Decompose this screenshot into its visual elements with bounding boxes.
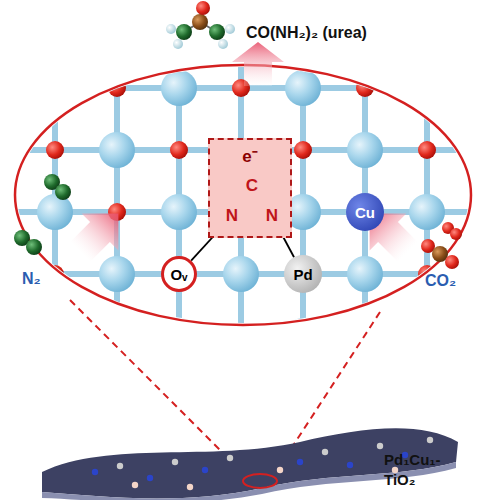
node-text: N (266, 206, 278, 226)
atom-dot (377, 443, 383, 449)
atom-dot (227, 455, 233, 461)
ti-atom (347, 256, 383, 292)
o-atom (46, 389, 64, 407)
ti-atom (471, 256, 477, 292)
node-text: Oᵥ (170, 266, 187, 283)
atom-dot (277, 467, 283, 473)
ti-atom (161, 318, 197, 354)
ti-atom (0, 256, 11, 292)
ti-atom (409, 318, 445, 354)
ti-atom (0, 8, 11, 44)
zoom-spot (243, 474, 277, 488)
n2-molecule (14, 174, 71, 255)
flow-arrow (62, 42, 426, 270)
node-text: Cu (355, 204, 375, 221)
atom-label: N (222, 206, 242, 226)
ti-atom (161, 194, 197, 230)
node-text: N (226, 206, 238, 226)
o-atom (294, 141, 312, 159)
ti-atom (347, 380, 383, 416)
zoom-ellipse (15, 65, 471, 325)
o-atom (294, 389, 312, 407)
node-text: Pd (293, 266, 312, 283)
ti-atom (37, 194, 73, 230)
atom-dot (322, 449, 328, 455)
active-site-box: e⁻ CN N (208, 138, 292, 238)
ti-atom (409, 194, 445, 230)
atom-dot (132, 482, 138, 488)
o-atom (418, 17, 436, 35)
ti-atom (409, 70, 445, 106)
ti-atom (37, 70, 73, 106)
node-text: C (246, 176, 258, 196)
urea-molecule (166, 1, 235, 49)
atom-label: N (262, 206, 282, 226)
ti-atom (99, 380, 135, 416)
atom-dot (172, 459, 178, 465)
atom-circle: Pd (284, 255, 322, 293)
catalyst-label: Pd₁Cu₁- TiO₂ (384, 450, 454, 489)
atom-dots (92, 437, 433, 490)
node-text: e⁻ (242, 144, 257, 167)
atom-dot (202, 467, 208, 473)
lattice-bond (52, 0, 58, 340)
o-atom (0, 79, 2, 97)
ti-atom (0, 380, 11, 416)
ti-atom (347, 132, 383, 168)
atom-label: C (242, 176, 262, 196)
atom-circle: Oᵥ (161, 256, 197, 292)
molecule-label: N₂ (22, 270, 41, 288)
ti-atom (0, 132, 11, 168)
molecule-label: CO₂ (425, 272, 456, 290)
o-atom (0, 203, 2, 221)
lattice-bond (0, 23, 477, 29)
atom-dot (427, 437, 433, 443)
o-atom (46, 17, 64, 35)
ti-atom (223, 380, 259, 416)
o-atom (108, 327, 126, 345)
atom-dot (147, 475, 153, 481)
o-atom (170, 141, 188, 159)
ti-atom (99, 256, 135, 292)
ti-atom (99, 132, 135, 168)
lattice-bond (0, 333, 477, 339)
o-atom (232, 327, 250, 345)
ti-atom (161, 70, 197, 106)
o-atom (170, 389, 188, 407)
o-atom (418, 389, 436, 407)
ti-atom (37, 318, 73, 354)
atom-dot (117, 463, 123, 469)
atom-circle: Cu (346, 193, 384, 231)
ti-atom (471, 8, 477, 44)
lattice-bond (0, 395, 477, 401)
o-atom (418, 141, 436, 159)
o-atom (46, 141, 64, 159)
ti-atom (285, 70, 321, 106)
ti-atom (99, 8, 135, 44)
atom-dot (297, 459, 303, 465)
atom-dot (187, 484, 193, 490)
ti-atom (223, 256, 259, 292)
molecule-label: CO(NH₂)₂ (urea) (246, 24, 367, 42)
catalyst-sheet (42, 428, 458, 498)
ti-atom (471, 132, 477, 168)
atom-dot (347, 462, 353, 468)
co2-molecule (421, 222, 462, 269)
ti-atom (471, 380, 477, 416)
atom-dot (92, 469, 98, 475)
o-atom (0, 327, 2, 345)
